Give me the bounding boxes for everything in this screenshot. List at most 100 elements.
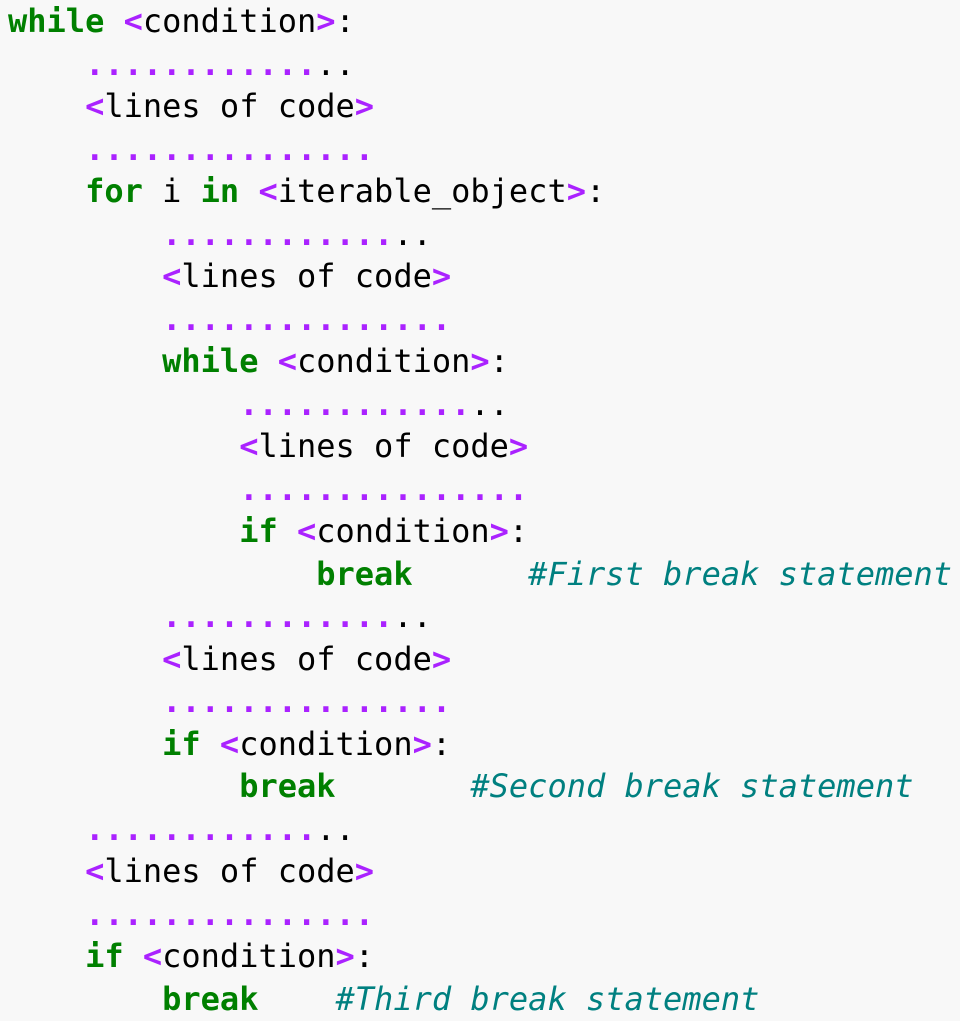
operator: <: [123, 2, 143, 40]
keyword: while: [162, 342, 259, 380]
code-text: [201, 725, 220, 763]
code-line: break #Second break statement: [8, 765, 960, 808]
keyword: while: [8, 2, 105, 40]
indent: [8, 597, 162, 635]
code-line: ...............: [8, 893, 960, 936]
code-text: lines of code: [181, 639, 432, 678]
indent: [8, 172, 85, 210]
code-text: :: [508, 512, 529, 550]
code-text: lines of code: [181, 257, 432, 295]
keyword: if: [239, 512, 278, 550]
operator: ............: [85, 809, 317, 848]
operator: >: [412, 724, 432, 763]
code-line: if <condition>:: [8, 935, 960, 978]
code-line: while <condition>:: [8, 0, 960, 43]
code-text: condition: [239, 724, 413, 763]
indent: [8, 45, 85, 83]
operator: >: [354, 87, 375, 125]
operator: <: [219, 724, 240, 763]
indent: [8, 512, 239, 550]
code-line: if <condition>:: [8, 723, 960, 766]
operator: ............: [162, 214, 394, 253]
code-text: :: [489, 342, 509, 380]
code-text: :: [354, 937, 375, 975]
operator: <: [85, 87, 105, 125]
operator: <: [162, 639, 182, 678]
code-text: [258, 342, 277, 380]
code-line: for i in <iterable_object>:: [8, 170, 960, 213]
operator: <: [142, 937, 163, 975]
operator: ............: [239, 384, 471, 423]
code-line: <lines of code>: [8, 255, 960, 298]
operator: <: [85, 852, 105, 890]
comment: #First break statement: [528, 554, 953, 593]
keyword: break: [239, 767, 336, 805]
operator: <: [239, 427, 259, 465]
operator: ...............: [239, 469, 529, 508]
keyword: if: [162, 724, 201, 763]
code-line: break #Third break statement: [8, 978, 960, 1021]
indent: [8, 385, 239, 423]
keyword: in: [200, 172, 240, 210]
indent: [8, 895, 85, 933]
indent: [8, 852, 85, 890]
indent: [8, 810, 85, 848]
code-text: i: [142, 172, 201, 210]
code-text: [104, 2, 123, 40]
operator: ...............: [85, 129, 375, 168]
code-line: <lines of code>: [8, 638, 960, 681]
comment: #Second break statement: [470, 767, 914, 805]
code-line: <lines of code>: [8, 425, 960, 468]
code-line: <lines of code>: [8, 85, 960, 128]
code-line: ..............: [8, 808, 960, 851]
indent: [8, 300, 162, 338]
code-text: :: [431, 724, 452, 763]
code-line: ...............: [8, 298, 960, 341]
indent: [8, 427, 239, 465]
operator: <: [258, 172, 278, 210]
operator: >: [431, 257, 452, 295]
operator: <: [277, 342, 297, 380]
operator: ...............: [162, 299, 452, 338]
code-line: ..............: [8, 595, 960, 638]
code-text: ..: [316, 44, 355, 83]
code-line: while <condition>:: [8, 340, 960, 383]
code-text: [124, 937, 143, 975]
operator: >: [354, 852, 375, 890]
code-line: if <condition>:: [8, 510, 960, 553]
code-text: lines of code: [104, 87, 355, 125]
operator: >: [566, 172, 586, 210]
code-text: [413, 555, 529, 593]
code-text: :: [335, 2, 355, 40]
indent: [8, 937, 85, 975]
indent: [8, 215, 162, 253]
indent: [8, 640, 162, 678]
code-line: ..............: [8, 213, 960, 256]
operator: >: [335, 937, 355, 975]
indent: [8, 87, 85, 125]
indent: [8, 767, 239, 805]
indent: [8, 342, 162, 380]
code-text: ..: [470, 384, 509, 423]
code-text: :: [585, 172, 606, 210]
indent: [8, 555, 316, 593]
code-line: ..............: [8, 43, 960, 86]
operator: ...............: [162, 682, 452, 720]
operator: ...............: [85, 894, 375, 933]
indent: [8, 470, 239, 508]
operator: >: [489, 512, 509, 550]
code-text: condition: [316, 512, 490, 550]
code-text: [239, 172, 258, 210]
code-text: ..: [393, 597, 432, 635]
operator: >: [431, 639, 452, 678]
operator: ............: [85, 44, 317, 83]
code-text: lines of code: [104, 852, 355, 890]
indent: [8, 130, 85, 168]
keyword: break: [162, 979, 259, 1018]
code-line: ..............: [8, 383, 960, 426]
operator: <: [296, 512, 317, 550]
keyword: if: [85, 937, 124, 975]
code-line: ...............: [8, 680, 960, 723]
operator: >: [470, 342, 490, 380]
